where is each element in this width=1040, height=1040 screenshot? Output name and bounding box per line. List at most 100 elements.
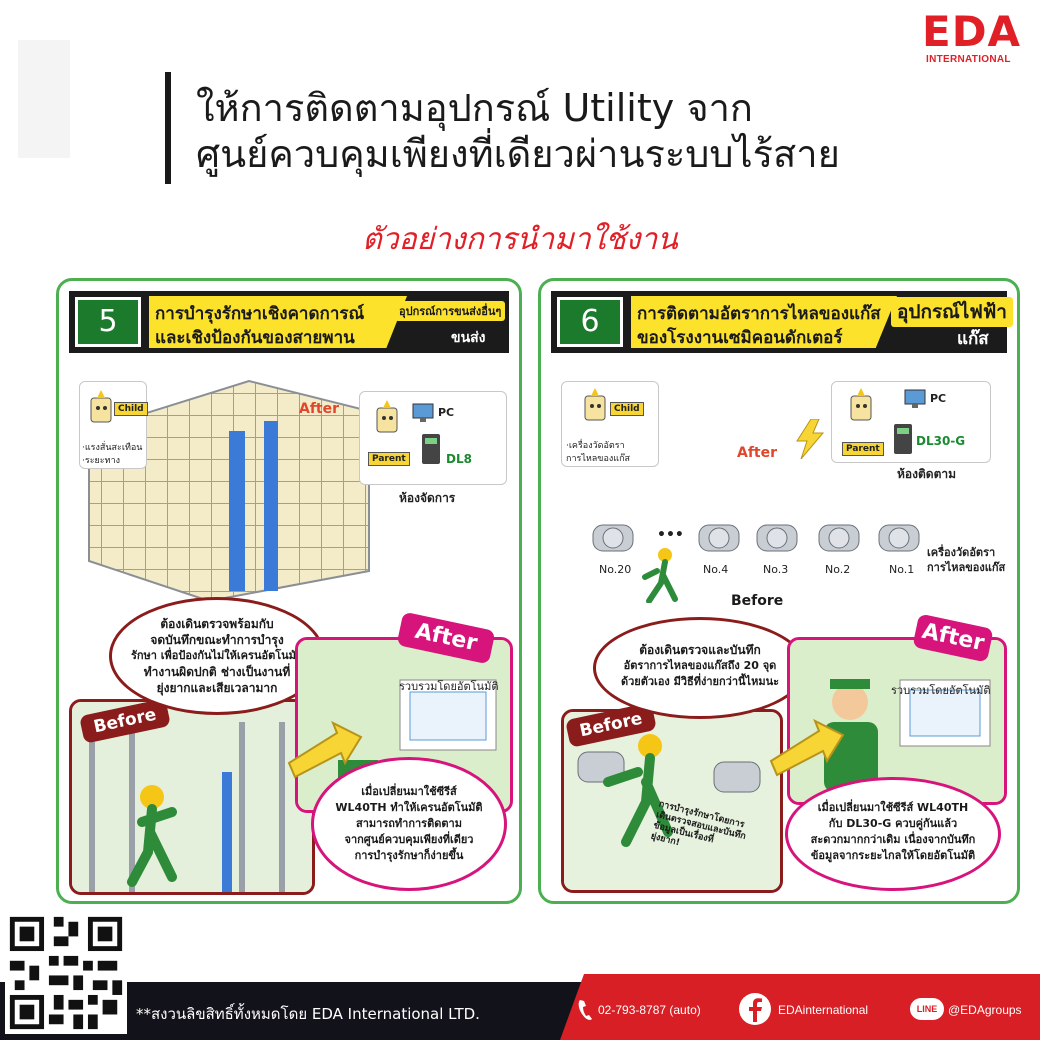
control-room-label: ห้องจัดการ	[399, 491, 456, 505]
result-line-3: สามารถทำการติดตาม	[356, 817, 462, 830]
meter-caption-line2: การไหลของแก๊ส	[927, 561, 1006, 574]
line-app-icon[interactable]: LINE	[910, 998, 944, 1020]
panel-5-category-line2: ขนส่ง	[451, 330, 486, 346]
page-title-line2: ศูนย์ควบคุมเพียงที่เดียวผ่านระบบไร้สาย	[196, 132, 840, 176]
flow-meter-no20	[592, 524, 634, 552]
meter-label-no1: No.1	[889, 563, 915, 576]
flow-meter-no1	[878, 524, 920, 552]
panel-5-title-line2: และเชิงป้องกันของสายพาน	[155, 328, 355, 348]
problem-speech-bubble: ต้องเดินตรวจและบันทึก อัตราการไหลของแก๊ส…	[593, 617, 807, 719]
device-label: DL30-G	[916, 434, 966, 448]
panel-5-title: การบำรุงรักษาเชิงคาดการณ์ และเชิงป้องกัน…	[149, 296, 407, 348]
walking-worker-icon	[642, 548, 678, 603]
wireless-signal-icon	[796, 419, 825, 459]
parent-sensor-icon	[850, 388, 872, 421]
auto-collect-label: รวบรวมโดยอัตโนมัติ	[399, 680, 499, 693]
control-room-card: PC Parent DL8	[359, 391, 507, 485]
parent-tag: Parent	[842, 442, 884, 456]
panel-6-title: การติดตามอัตราการไหลของแก๊ส ของโรงงานเซม…	[631, 296, 897, 348]
title-accent-bar	[165, 72, 171, 184]
device-label: DL8	[446, 452, 472, 466]
pc-icon	[904, 389, 926, 408]
parent-sensor-icon	[376, 400, 398, 433]
result-line-1: เมื่อเปลี่ยนมาใช้ซีรีส์	[361, 785, 457, 798]
sensor-type-flow-2: การไหลของแก๊ส	[566, 454, 631, 464]
decorative-panel	[18, 40, 70, 158]
monitoring-room-card: PC Parent DL30-G	[831, 381, 991, 463]
logo-main-text: EDA	[922, 7, 1022, 56]
problem-speech-bubble: ต้องเดินตรวจพร้อมกับ จดบันทึกขณะทำการบำร…	[109, 597, 325, 715]
panel-6-title-line1: การติดตามอัตราการไหลของแก๊ส	[637, 304, 881, 324]
use-case-panel-6: 6 การติดตามอัตราการไหลของแก๊ส ของโรงงานเ…	[538, 278, 1020, 904]
sensor-type-flow-1: ·เครื่องวัดอัตรา	[566, 441, 625, 451]
panel-5-number: 5	[75, 297, 141, 347]
panel-5-header: 5 การบำรุงรักษาเชิงคาดการณ์ และเชิงป้องก…	[69, 291, 509, 353]
logo-sub-text: INTERNATIONAL	[926, 54, 1011, 65]
result-line-5: การบำรุงรักษาก็ง่ายขึ้น	[354, 849, 464, 862]
meter-label-no20: No.20	[599, 563, 632, 576]
phone-number[interactable]: 02-793-8787 (auto)	[598, 1003, 701, 1017]
meter-caption-line1: เครื่องวัดอัตรา	[927, 546, 996, 559]
data-logger-icon	[894, 424, 912, 454]
before-scene	[561, 709, 783, 893]
child-sensor-card: Child ·เครื่องวัดอัตรา การไหลของแก๊ส	[561, 381, 659, 467]
panel-6-header: 6 การติดตามอัตราการไหลของแก๊ส ของโรงงานเ…	[551, 291, 1013, 353]
child-tag: Child	[610, 402, 644, 416]
parent-tag: Parent	[368, 452, 410, 466]
problem-line-2: จดบันทึกขณะทำการบำรุง	[150, 633, 284, 647]
automated-warehouse-illustration	[88, 379, 370, 601]
footer-contact-band	[560, 974, 1040, 1040]
result-line-4: จากศูนย์ควบคุมเพียงที่เดียว	[344, 833, 474, 846]
problem-line-2: อัตราการไหลของแก๊สถึง 20 จุด	[623, 659, 777, 672]
facebook-handle[interactable]: EDAinternational	[778, 1003, 869, 1017]
wireless-sensor-icon	[90, 390, 112, 423]
problem-line-1: ต้องเดินตรวจและบันทึก	[639, 643, 761, 657]
wireless-sensor-icon	[584, 388, 606, 421]
result-line-3: สะดวกมากกว่าเดิม เนื่องจากบันทึก	[810, 833, 976, 846]
after-label: After	[737, 445, 778, 461]
eda-logo: EDA INTERNATIONAL	[922, 10, 1032, 66]
panel-6-category-line1: อุปกรณ์ไฟฟ้า	[891, 297, 1013, 327]
page-title-line1: ให้การติดตามอุปกรณ์ Utility จาก	[196, 86, 753, 130]
problem-line-3: รักษา เพื่อป้องกันไม่ให้เครนอัตโนมัติ	[130, 649, 304, 662]
monitoring-room-label: ห้องติดตาม	[897, 467, 957, 481]
problem-line-3: ด้วยตัวเอง มีวิธีที่ง่ายกว่านี้ไหมนะ	[620, 675, 780, 688]
qr-code-icon[interactable]	[5, 912, 127, 1034]
ellipsis-dots: •••	[657, 527, 684, 543]
meter-label-no2: No.2	[825, 563, 851, 576]
problem-line-5: ยุ่งยากและเสียเวลามาก	[156, 681, 278, 695]
panel-6-title-line2: ของโรงงานเซมิคอนดักเตอร์	[637, 328, 843, 348]
facebook-icon[interactable]	[738, 992, 772, 1026]
result-speech-bubble: เมื่อเปลี่ยนมาใช้ซีรีส์ WL40TH กับ DL30-…	[785, 777, 1001, 891]
panel-5-title-line1: การบำรุงรักษาเชิงคาดการณ์	[155, 304, 365, 324]
result-line-2: กับ DL30-G ควบคู่กันแล้ว	[828, 817, 958, 830]
meter-label-no3: No.3	[763, 563, 789, 576]
result-line-4: ข้อมูลจากระยะไกลให้โดยอัตโนมัติ	[810, 849, 976, 862]
auto-collect-label: รวบรวมโดยอัตโนมัติ	[891, 684, 991, 697]
panel-5-category-line1: อุปกรณ์การขนส่งอื่นๆ	[395, 301, 506, 321]
child-sensor-card: Child ·แรงสั่นสะเทือน ·ระยะทาง	[79, 381, 148, 469]
flow-meter-no4	[698, 524, 740, 552]
problem-line-1: ต้องเดินตรวจพร้อมกับ	[160, 617, 274, 631]
use-case-panel-5: 5 การบำรุงรักษาเชิงคาดการณ์ และเชิงป้องก…	[56, 278, 522, 904]
transition-arrow-icon	[769, 718, 845, 777]
pc-label: PC	[438, 406, 455, 419]
flow-meter-no3	[756, 524, 798, 552]
panel-6-category-line2: แก๊ส	[957, 329, 989, 349]
problem-line-4: ทำงานผิดปกติ ช่างเป็นงานที่	[143, 665, 291, 679]
child-tag: Child	[114, 402, 148, 416]
copyright-text: **สงวนลิขสิทธิ์ทั้งหมดโดย EDA Internatio…	[136, 1005, 480, 1023]
meter-label-no4: No.4	[703, 563, 729, 576]
page-subtitle: ตัวอย่างการนำมาใช้งาน	[362, 222, 678, 257]
panel-6-number: 6	[557, 297, 623, 347]
result-line-1: เมื่อเปลี่ยนมาใช้ซีรีส์ WL40TH	[817, 801, 969, 814]
transition-arrow-icon	[287, 720, 363, 779]
line-id[interactable]: @EDAgroups	[948, 1003, 1022, 1017]
result-speech-bubble: เมื่อเปลี่ยนมาใช้ซีรีส์ WL40TH ทำให้เครน…	[311, 757, 507, 891]
data-logger-icon	[422, 434, 440, 464]
flow-meter-no2	[818, 524, 860, 552]
manual-inspection-illustration	[564, 712, 780, 890]
sensor-type-distance: ·ระยะทาง	[82, 456, 121, 466]
result-line-2: WL40TH ทำให้เครนอัตโนมัติ	[335, 801, 483, 814]
before-label: Before	[731, 593, 784, 609]
